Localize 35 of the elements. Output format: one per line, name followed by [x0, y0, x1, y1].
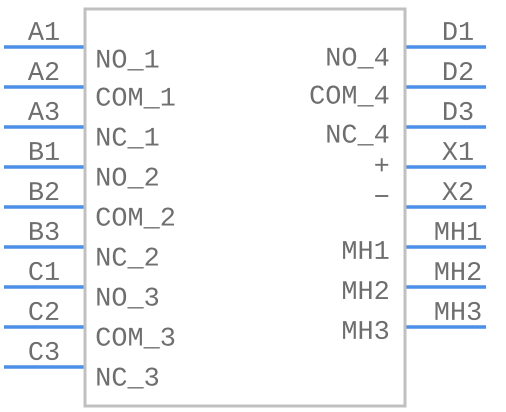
pin-number: MH1 — [435, 222, 481, 240]
pin-label: MH3 — [343, 320, 388, 340]
pin-number: A2 — [28, 62, 58, 80]
pin-label: COM_3 — [96, 328, 174, 348]
pin-label: − — [375, 195, 388, 197]
pin-label: MH1 — [343, 241, 388, 259]
pin-number: MH2 — [435, 262, 480, 280]
pin-number: B1 — [30, 142, 59, 160]
pin-number: C2 — [29, 302, 58, 320]
pin-label: NC_1 — [97, 128, 158, 148]
pin-label: COM_1 — [96, 88, 175, 108]
pin-number: X1 — [442, 142, 473, 160]
pin-number: C3 — [29, 342, 58, 360]
pin-label: NO_4 — [327, 48, 388, 68]
pin-label: COM_2 — [96, 208, 174, 228]
pin-number: D2 — [444, 62, 472, 80]
pin-number: A1 — [28, 22, 59, 40]
pin-label: NO_2 — [97, 168, 158, 188]
pin-number: C1 — [29, 262, 59, 280]
pin-number: A3 — [28, 102, 58, 120]
pin-label: MH2 — [343, 281, 388, 299]
pin-number: X2 — [442, 182, 472, 200]
pin-label: NC_2 — [97, 248, 158, 268]
pin-number: B2 — [30, 182, 58, 200]
pin-label: COM_4 — [310, 86, 388, 106]
pin-number: MH3 — [435, 302, 480, 320]
pin-label: NC_3 — [97, 368, 158, 388]
pin-label: NO_3 — [97, 288, 158, 308]
pin-number: D3 — [444, 102, 472, 120]
pin-label: NO_1 — [97, 50, 158, 70]
pin-number: D1 — [444, 22, 473, 40]
pin-label: NC_4 — [327, 124, 388, 146]
pin-label: + — [375, 158, 388, 172]
component-body — [84, 8, 406, 408]
pin-number: B3 — [30, 222, 58, 240]
